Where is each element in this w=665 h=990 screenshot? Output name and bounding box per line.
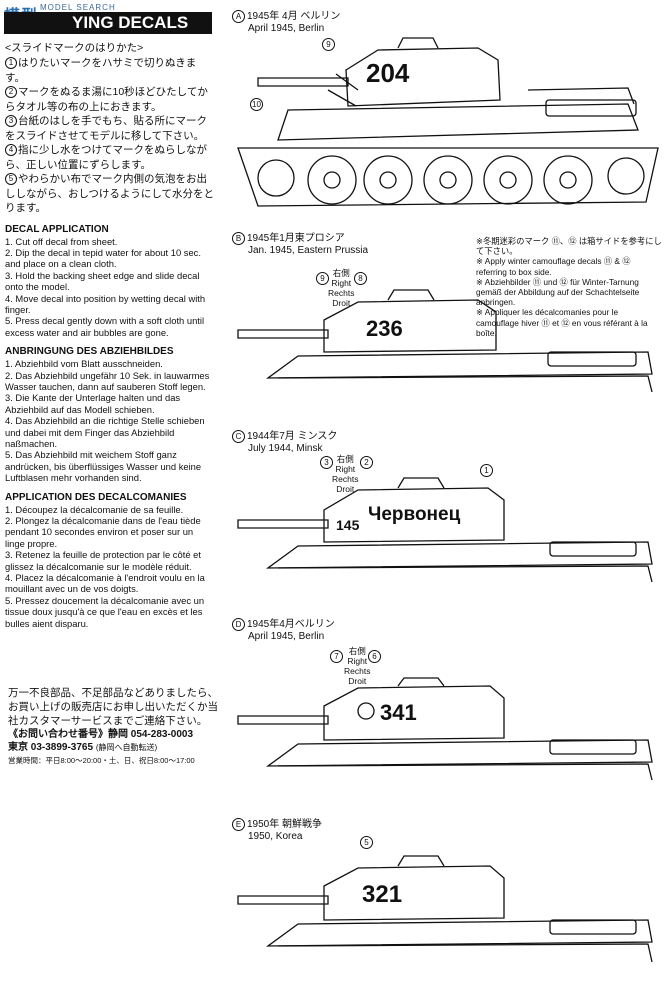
en-step-5: 5. Press decal gently down with a soft c… [5, 315, 205, 338]
contact-tokyo: 東京 03-3899-3765 (静岡へ自動転送) [8, 742, 158, 753]
customer-service-block: 万一不良部品、不足部品などありましたら、お買い上げの販売店にお申し出いただくか当… [8, 686, 218, 768]
tank-c-slogan: Червонец [368, 504, 461, 525]
en-step-4: 4. Move decal into position by wetting d… [5, 292, 206, 315]
de-step-5: 5. Das Abziehbild mit weichem Stoff ganz… [5, 449, 202, 484]
variant-a-letter: A [232, 10, 245, 23]
fr-step-4: 4. Placez la décalcomanie à l'endroit vo… [5, 572, 205, 595]
callout-a-10: 10 [250, 98, 263, 111]
watermark-sub: MODEL SEARCH [40, 3, 116, 12]
en-step-1: 1. Cut off decal from sheet. [5, 235, 118, 247]
variant-e-letter: E [232, 818, 245, 831]
fr-step-3: 3. Retenez la feuille de protection par … [5, 549, 201, 572]
callout-a-9: 9 [322, 38, 335, 51]
callout-d-7: 7 [330, 650, 343, 663]
winter-note-fr: ※ Appliquer les décalcomanies pour le ca… [476, 307, 648, 338]
en-instructions-title: DECAL APPLICATION [5, 223, 109, 235]
callout-c-1: 1 [480, 464, 493, 477]
jp-instructions-title: <スライドマークのはりかた> [5, 42, 144, 54]
fr-instructions-title: APPLICATION DES DECALCOMANIES [5, 491, 187, 503]
callout-c-2: 2 [360, 456, 373, 469]
de-step-4: 4. Das Abziehbild an die richtige Stelle… [5, 415, 205, 449]
en-step-3: 3. Hold the backing sheet edge and slide… [5, 269, 200, 293]
de-instructions-title: ANBRINGUNG DES ABZIEHBILDES [5, 346, 174, 358]
fr-step-2: 2. Plongez la décalcomanie dans de l'eau… [5, 515, 201, 549]
callout-c-3: 3 [320, 456, 333, 469]
tank-drawing-c: 145 Червонец [237, 477, 653, 583]
tank-drawing-a: 204 [237, 37, 659, 207]
tank-drawing-b: 236 [237, 289, 653, 393]
tank-drawing-e: 321 [237, 855, 653, 963]
winter-note-jp: ※冬期迷彩のマーク ⑪、⑫ は箱サイドを参考にして下さい。 [476, 236, 662, 257]
page-title: YING DECALS [4, 12, 212, 34]
callout-b-9: 9 [316, 272, 329, 285]
callout-b-8: 8 [354, 272, 367, 285]
winter-note-en: ※ Apply winter camouflage decals ⑪ & ⑫ r… [476, 256, 631, 277]
tokyo-phone: 03-3899-3765 [30, 742, 94, 753]
de-step-3: 3. Die Kante der Unterlage halten und da… [5, 392, 181, 415]
shizuoka-phone: 054-283-0003 [130, 729, 194, 740]
tank-drawing-d: 341 [237, 677, 653, 781]
fr-step-1: 1. Découpez la décalcomanie de sa feuill… [5, 503, 184, 515]
en-step-2: 2. Dip the decal in tepid water for abou… [5, 246, 201, 270]
tank-e-number: 321 [362, 881, 402, 908]
winter-note-de: ※ Abziehbilder ⑪ und ⑫ für Winter-Tarnun… [476, 276, 640, 308]
tank-b-number: 236 [366, 316, 403, 341]
callout-e-5: 5 [360, 836, 373, 849]
de-step-1: 1. Abziehbild vom Blatt ausschneiden. [5, 358, 163, 370]
variant-b-letter: B [232, 232, 245, 245]
callout-d-6: 6 [368, 650, 381, 663]
fr-step-5: 5. Pressez doucement la décalcomanie ave… [5, 594, 205, 629]
tank-a-number: 204 [366, 58, 410, 88]
tank-d-number: 341 [380, 700, 417, 725]
contact-shizuoka: 《お問い合わせ番号》静岡 054-283-0003 [8, 729, 194, 740]
business-hours: 営業時間：平日8:00〜20:00・土、日、祝日8:00〜17:00 [8, 756, 195, 765]
winter-camouflage-note: ※冬期迷彩のマーク ⑪、⑫ は箱サイドを参考にして下さい。 ※ Apply wi… [476, 236, 662, 338]
variant-c-letter: C [232, 430, 245, 443]
tank-c-number: 145 [336, 517, 360, 533]
de-step-2: 2. Das Abziehbild ungefähr 10 Sek. in la… [5, 369, 210, 392]
variant-d-letter: D [232, 618, 245, 631]
page-title-text: YING DECALS [72, 13, 189, 32]
contact-text: 万一不良部品、不足部品などありましたら、お買い上げの販売店にお申し出いただくか当… [8, 687, 218, 727]
